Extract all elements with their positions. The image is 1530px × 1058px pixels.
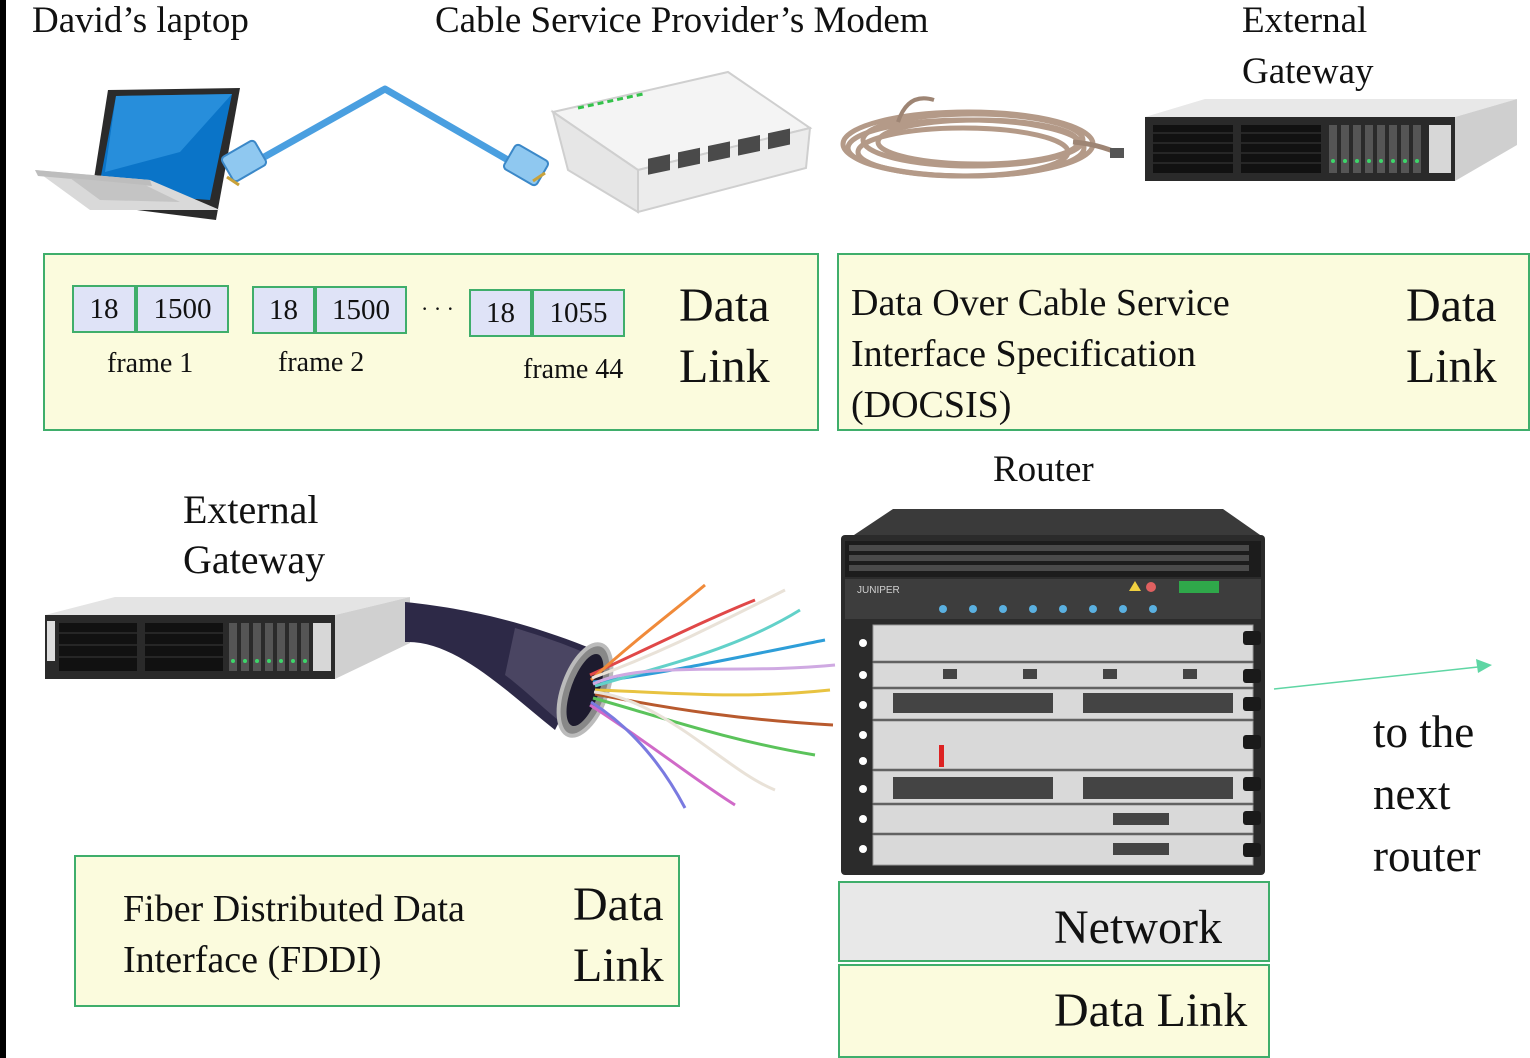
frames-layer-label-line2: Link — [679, 340, 770, 393]
docsis-layer-label-line2: Link — [1406, 340, 1497, 393]
gateway-top-label-line1: External — [1242, 0, 1368, 41]
fddi-line2: Interface (FDDI) — [123, 939, 382, 981]
datalink-layer-box — [838, 964, 1270, 1058]
gateway-top-label-line2: Gateway — [1242, 51, 1374, 92]
ethernet-cable-image — [221, 85, 549, 187]
fddi-layer-label-line1: Data — [573, 878, 664, 931]
docsis-data-link-box — [837, 253, 1530, 431]
fiber-optic-cable-image — [405, 583, 836, 809]
gateway-server-left-image — [45, 597, 410, 679]
datalink-layer-label: Data Link — [1054, 984, 1248, 1037]
fddi-line1: Fiber Distributed Data — [123, 888, 465, 930]
gateway-left-label-line1: External — [183, 487, 319, 532]
frame44-header-field: 18 — [469, 289, 532, 337]
frame1-header-field: 18 — [72, 285, 136, 333]
frame44-payload-field: 1055 — [532, 289, 625, 337]
docsis-line1: Data Over Cable Service — [851, 282, 1230, 324]
frame1-label: frame 1 — [107, 348, 194, 379]
modem-image — [550, 70, 813, 214]
next-router-arrow — [1273, 659, 1492, 690]
gateway-left-label-line2: Gateway — [183, 537, 326, 582]
laptop-image — [35, 88, 240, 220]
fddi-data-link-box — [74, 855, 680, 1007]
frame2-payload-field: 1500 — [315, 286, 407, 334]
laptop-label: David’s laptop — [32, 0, 249, 41]
frames-data-link-box — [43, 253, 819, 431]
docsis-line2: Interface Specification — [851, 333, 1196, 375]
next-router-label-line3: router — [1373, 831, 1481, 881]
next-router-label-line2: next — [1373, 769, 1451, 819]
router-brand-text: JUNIPER — [857, 585, 900, 596]
left-edge-strip — [0, 0, 6, 1058]
frame2-label: frame 2 — [278, 347, 365, 378]
gateway-server-top-image — [1145, 99, 1517, 181]
frame1-payload-field: 1500 — [136, 285, 229, 333]
frame44-label: frame 44 — [523, 354, 624, 385]
router-image: JUNIPER — [841, 509, 1265, 875]
docsis-layer-label-line1: Data — [1406, 279, 1497, 332]
next-router-label-line1: to the — [1373, 707, 1475, 757]
frame2-header-field: 18 — [252, 286, 315, 334]
frames-layer-label-line1: Data — [679, 279, 770, 332]
fddi-layer-label-line2: Link — [573, 939, 664, 992]
docsis-line3: (DOCSIS) — [851, 384, 1012, 426]
network-layer-label: Network — [1054, 901, 1222, 954]
modem-label: Cable Service Provider’s Modem — [435, 0, 929, 41]
coax-cable-image — [840, 96, 1124, 179]
router-label: Router — [993, 449, 1094, 490]
frames-ellipsis: · · · — [421, 296, 454, 321]
network-layer-box — [838, 881, 1270, 962]
